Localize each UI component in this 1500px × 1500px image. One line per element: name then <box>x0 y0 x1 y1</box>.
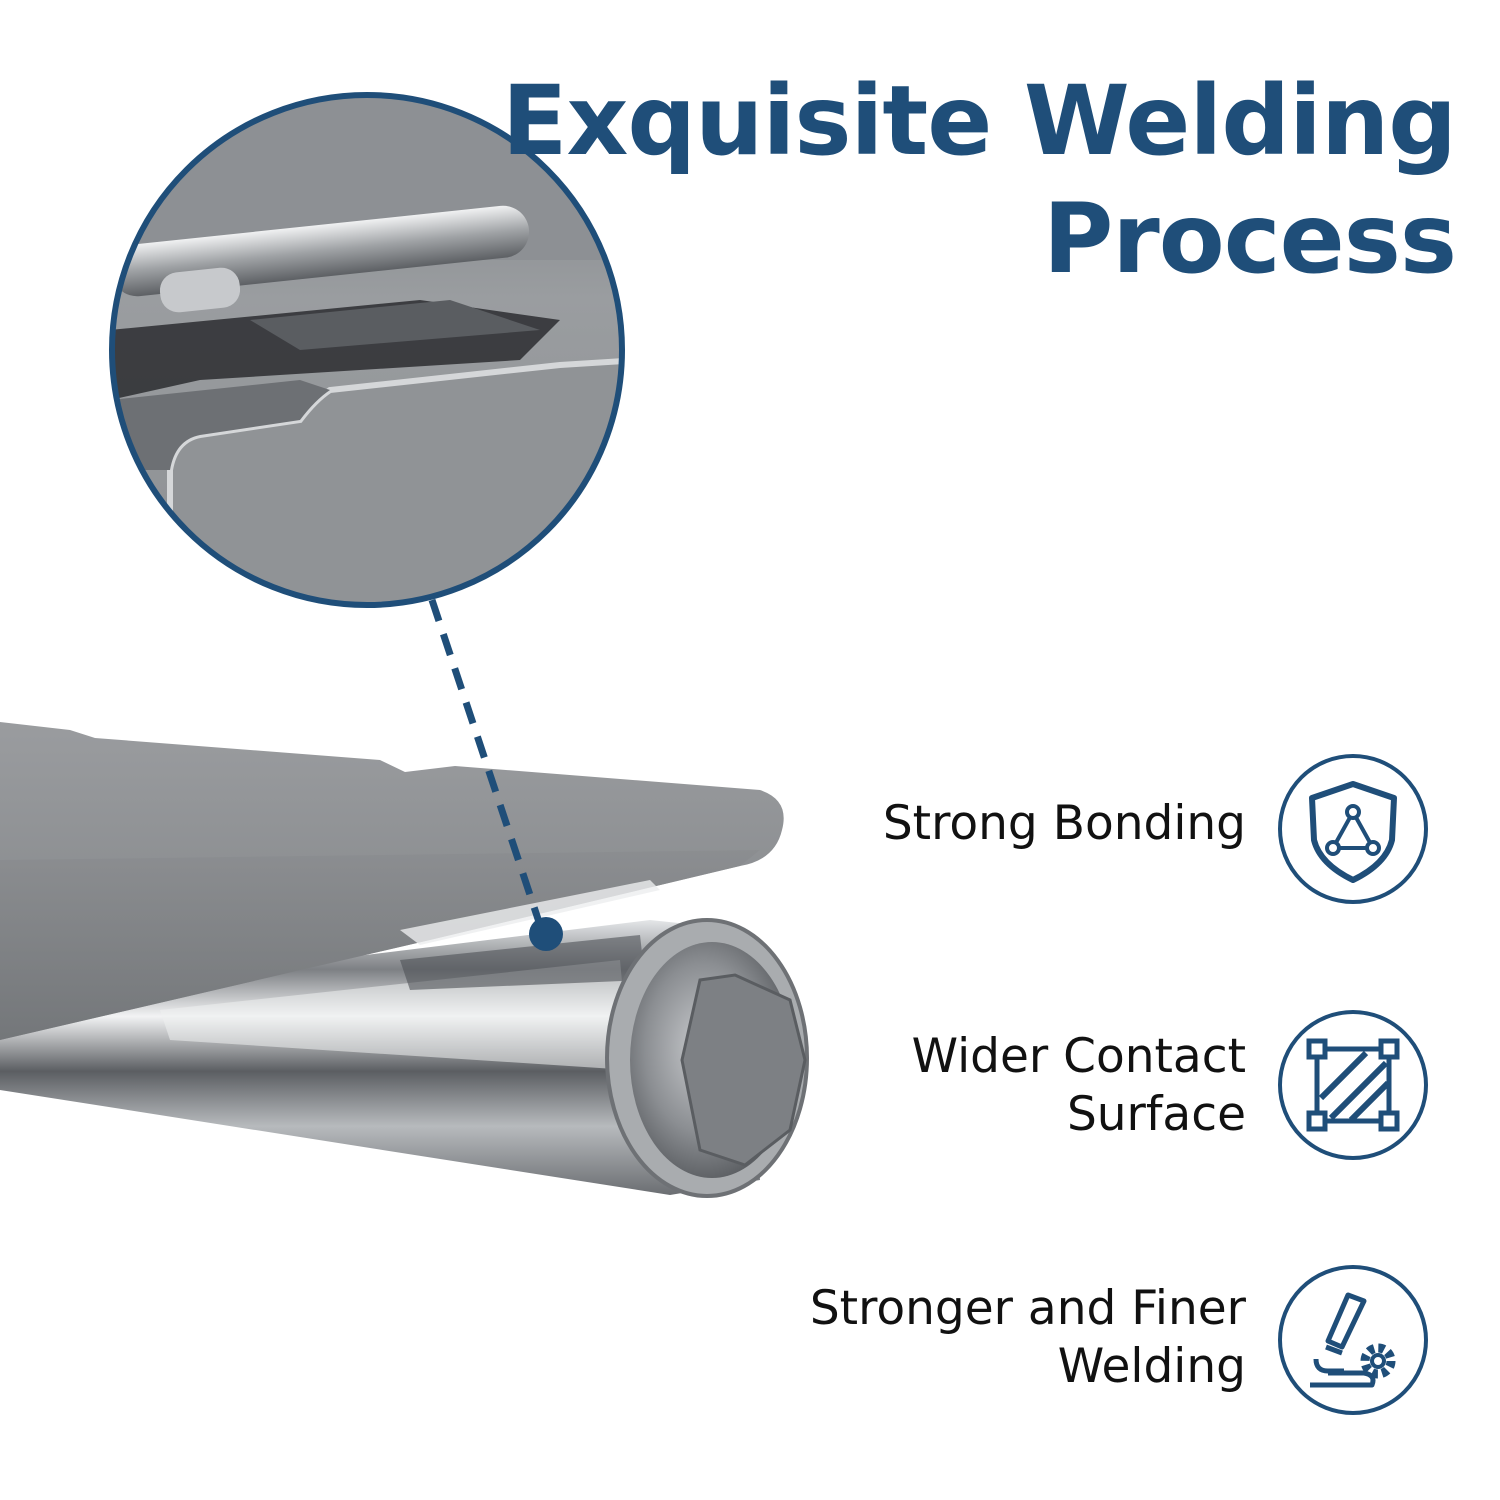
callout-dot <box>529 917 563 951</box>
feature-wider-contact-surface: Wider Contact Surface <box>912 1028 1246 1144</box>
title-line-2: Process <box>1043 183 1457 295</box>
callout-line <box>428 598 544 927</box>
feature-label-line-2: Welding <box>1057 1339 1246 1394</box>
page-title: Exquisite Welding Process <box>501 62 1457 298</box>
feature-label: Strong Bonding <box>882 796 1246 851</box>
feature-label-line-2: Surface <box>1066 1087 1246 1142</box>
barrel-end-cap <box>605 918 809 1198</box>
feature-stronger-finer-welding: Stronger and Finer Welding <box>810 1280 1246 1396</box>
contact-surface-icon <box>1278 1010 1428 1160</box>
feature-label-line-1: Wider Contact <box>911 1029 1246 1084</box>
feature-label-line-1: Stronger and Finer <box>809 1281 1246 1336</box>
welding-gear-icon <box>1278 1265 1428 1415</box>
title-line-1: Exquisite Welding <box>501 65 1457 177</box>
feature-strong-bonding: Strong Bonding <box>883 795 1246 853</box>
shield-triangle-icon <box>1278 754 1428 904</box>
hinge-plate <box>0 722 784 1040</box>
